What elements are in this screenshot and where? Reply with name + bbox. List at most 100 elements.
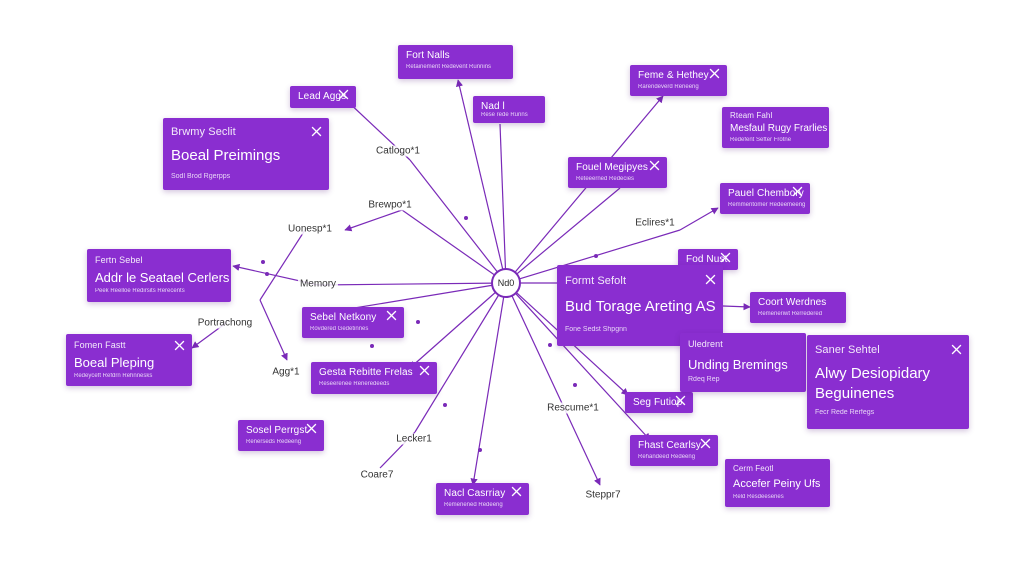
node-card-sebel-netkony[interactable]: Sebel Netkony Rovdered Gedetinnes (302, 307, 404, 338)
node-card-seg-futiop[interactable]: Seg Futiop (625, 392, 693, 413)
node-card-nad-l[interactable]: Nad l Rese rede Runns (473, 96, 545, 123)
card-subtext: Rdeq Rep (688, 376, 720, 383)
card-title: Mesfaul Rugy Frarlies (730, 123, 828, 134)
close-icon[interactable] (709, 68, 720, 79)
card-title: Boeal Preimings (171, 147, 281, 164)
close-icon[interactable] (675, 395, 686, 406)
node-card-bud-torage[interactable]: Formt Sefolt Bud Torage Areting AS Fone … (557, 265, 723, 346)
node-card-alwy[interactable]: Saner Sehtel Alwy Desiopidary Beguinenes… (807, 335, 969, 429)
close-icon[interactable] (306, 423, 317, 434)
close-icon[interactable] (338, 89, 349, 100)
node-card-fhast-cearlsy[interactable]: Fhast Cearlsy Rehandeed Redeeng (630, 435, 718, 466)
edge-label: Catlogo*1 (374, 145, 422, 157)
close-icon[interactable] (951, 344, 962, 355)
edge (505, 282, 651, 441)
card-header: Fomen Fastt (74, 340, 126, 350)
card-subtext: Sodl Brod Rgerpps (171, 173, 231, 180)
edge (679, 207, 719, 231)
node-card-boeal-preimings[interactable]: Brwmy Seclit Boeal Preimings Sodl Brod R… (163, 118, 329, 190)
card-header: Fhast Cearlsy (638, 440, 701, 451)
edge (409, 282, 507, 369)
card-header: Nacl Casrriay (444, 488, 506, 499)
card-header: Pauel Chembory (728, 188, 804, 199)
edge-marker (548, 343, 552, 347)
edge (455, 79, 507, 284)
node-card-nacl-casrriay[interactable]: Nacl Casrriay Remenened Redeeng (436, 483, 529, 515)
edge (344, 209, 403, 232)
close-icon[interactable] (174, 340, 185, 351)
card-subtext: Rarendeverd Reneeng (638, 84, 699, 90)
card-header: Nad l (481, 101, 505, 112)
edge-label: Rescume*1 (545, 402, 601, 414)
close-icon[interactable] (649, 160, 660, 171)
card-subtext: Redeyceft Refdrn Rehnnesks (74, 373, 153, 379)
node-card-coort-werdnes[interactable]: Coort Werdnes Remeneriwt Rerredered (750, 292, 846, 323)
close-icon[interactable] (720, 252, 731, 263)
edge (470, 282, 507, 486)
card-header: Feme & Hethey (638, 70, 709, 81)
card-header: Brwmy Seclit (171, 126, 236, 138)
edge-label: Eclires*1 (633, 217, 677, 229)
edge-label: Lecker1 (394, 433, 434, 445)
node-card-addr-centers[interactable]: Fertn Sebel Addr le Seatael Cerlers Peek… (87, 249, 231, 302)
card-header: Lead Aggs (298, 91, 347, 102)
close-icon[interactable] (311, 126, 322, 137)
card-header: Sosel Perrgst (246, 425, 308, 436)
hub-node[interactable]: Nd0 (491, 268, 521, 298)
card-header: Rteam Fahl (730, 111, 773, 120)
edge-label: Brewpo*1 (366, 199, 414, 211)
card-subtext: Reld Resdeesenes (733, 494, 784, 500)
edge-label: Agg*1 (270, 366, 302, 378)
close-icon[interactable] (386, 310, 397, 321)
card-subtext: Remmentomer Redeemeeng (728, 202, 806, 208)
card-title: Addr le Seatael Cerlers (95, 270, 230, 285)
card-title: Unding Bremings (688, 357, 788, 372)
node-card-mesfaul[interactable]: Rteam Fahl Mesfaul Rugy Frarlies Redefen… (722, 107, 829, 148)
card-subtext: Reseerenee Reneredeeds (319, 381, 390, 387)
edge-marker (464, 216, 468, 220)
edge-label: Memory (297, 278, 339, 290)
card-header: Seg Futiop (633, 397, 683, 408)
card-header: Saner Sehtel (815, 344, 880, 356)
node-card-pauel-chembory[interactable]: Pauel Chembory Remmentomer Redeemeeng (720, 183, 810, 214)
close-icon[interactable] (419, 365, 430, 376)
node-card-fouel-megipyes[interactable]: Fouel Megipyes Reteeerned Redecies (568, 157, 667, 188)
card-subtext: Fecr Rede Rerfegs (815, 409, 875, 416)
node-card-unding[interactable]: Uledrent Unding Bremings Rdeq Rep (680, 333, 806, 392)
card-subtext: Fone Sedst Shpgnn (565, 326, 627, 333)
node-card-gesta[interactable]: Gesta Rebitte Frelas Reseerenee Renerede… (311, 362, 437, 394)
node-card-fod-nust[interactable]: Fod Nust (678, 249, 738, 270)
close-icon[interactable] (511, 486, 522, 497)
card-header: Sebel Netkony (310, 312, 377, 323)
node-card-lead-aggs[interactable]: Lead Aggs (290, 86, 356, 108)
close-icon[interactable] (705, 274, 716, 285)
edge (317, 282, 507, 286)
edge (505, 229, 681, 284)
card-header: Cerm Feotl (733, 464, 774, 473)
edge-marker (594, 254, 598, 258)
card-header: Fort Nalls (406, 50, 450, 61)
card-header: Formt Sefolt (565, 275, 627, 287)
card-header: Uledrent (688, 339, 723, 349)
node-card-fort-nalls[interactable]: Fort Nalls Retainement Redevent Runnins (398, 45, 513, 79)
card-subtext: Reteeerned Redecies (576, 176, 635, 182)
edge-marker (573, 383, 577, 387)
card-subtext: Remeneriwt Rerredered (758, 311, 823, 317)
card-title: Bud Torage Areting AS (565, 298, 716, 315)
edge (409, 159, 507, 284)
card-header: Fertn Sebel (95, 255, 143, 265)
close-icon[interactable] (792, 186, 803, 197)
node-card-accefer[interactable]: Cerm Feotl Accefer Peiny Ufs Reld Resdee… (725, 459, 830, 507)
close-icon[interactable] (700, 438, 711, 449)
node-card-boeal-pleping[interactable]: Fomen Fastt Boeal Pleping Redeyceft Refd… (66, 334, 192, 386)
card-header: Fod Nust (686, 254, 728, 265)
card-subtext: Rese rede Runns (481, 112, 528, 118)
edge-marker (478, 448, 482, 452)
node-card-sosel-perrgst[interactable]: Sosel Perrgst Renerseds Redeeng (238, 420, 324, 451)
hub-label: Nd0 (497, 278, 515, 288)
node-card-feme-hethey[interactable]: Feme & Hethey Rarendeverd Reneeng (630, 65, 727, 96)
card-title: Accefer Peiny Ufs (733, 478, 821, 490)
card-subtext: Redefent Sefter Frotne (730, 137, 792, 143)
card-subtext: Rehandeed Redeeng (638, 454, 696, 460)
edge-marker (261, 260, 265, 264)
